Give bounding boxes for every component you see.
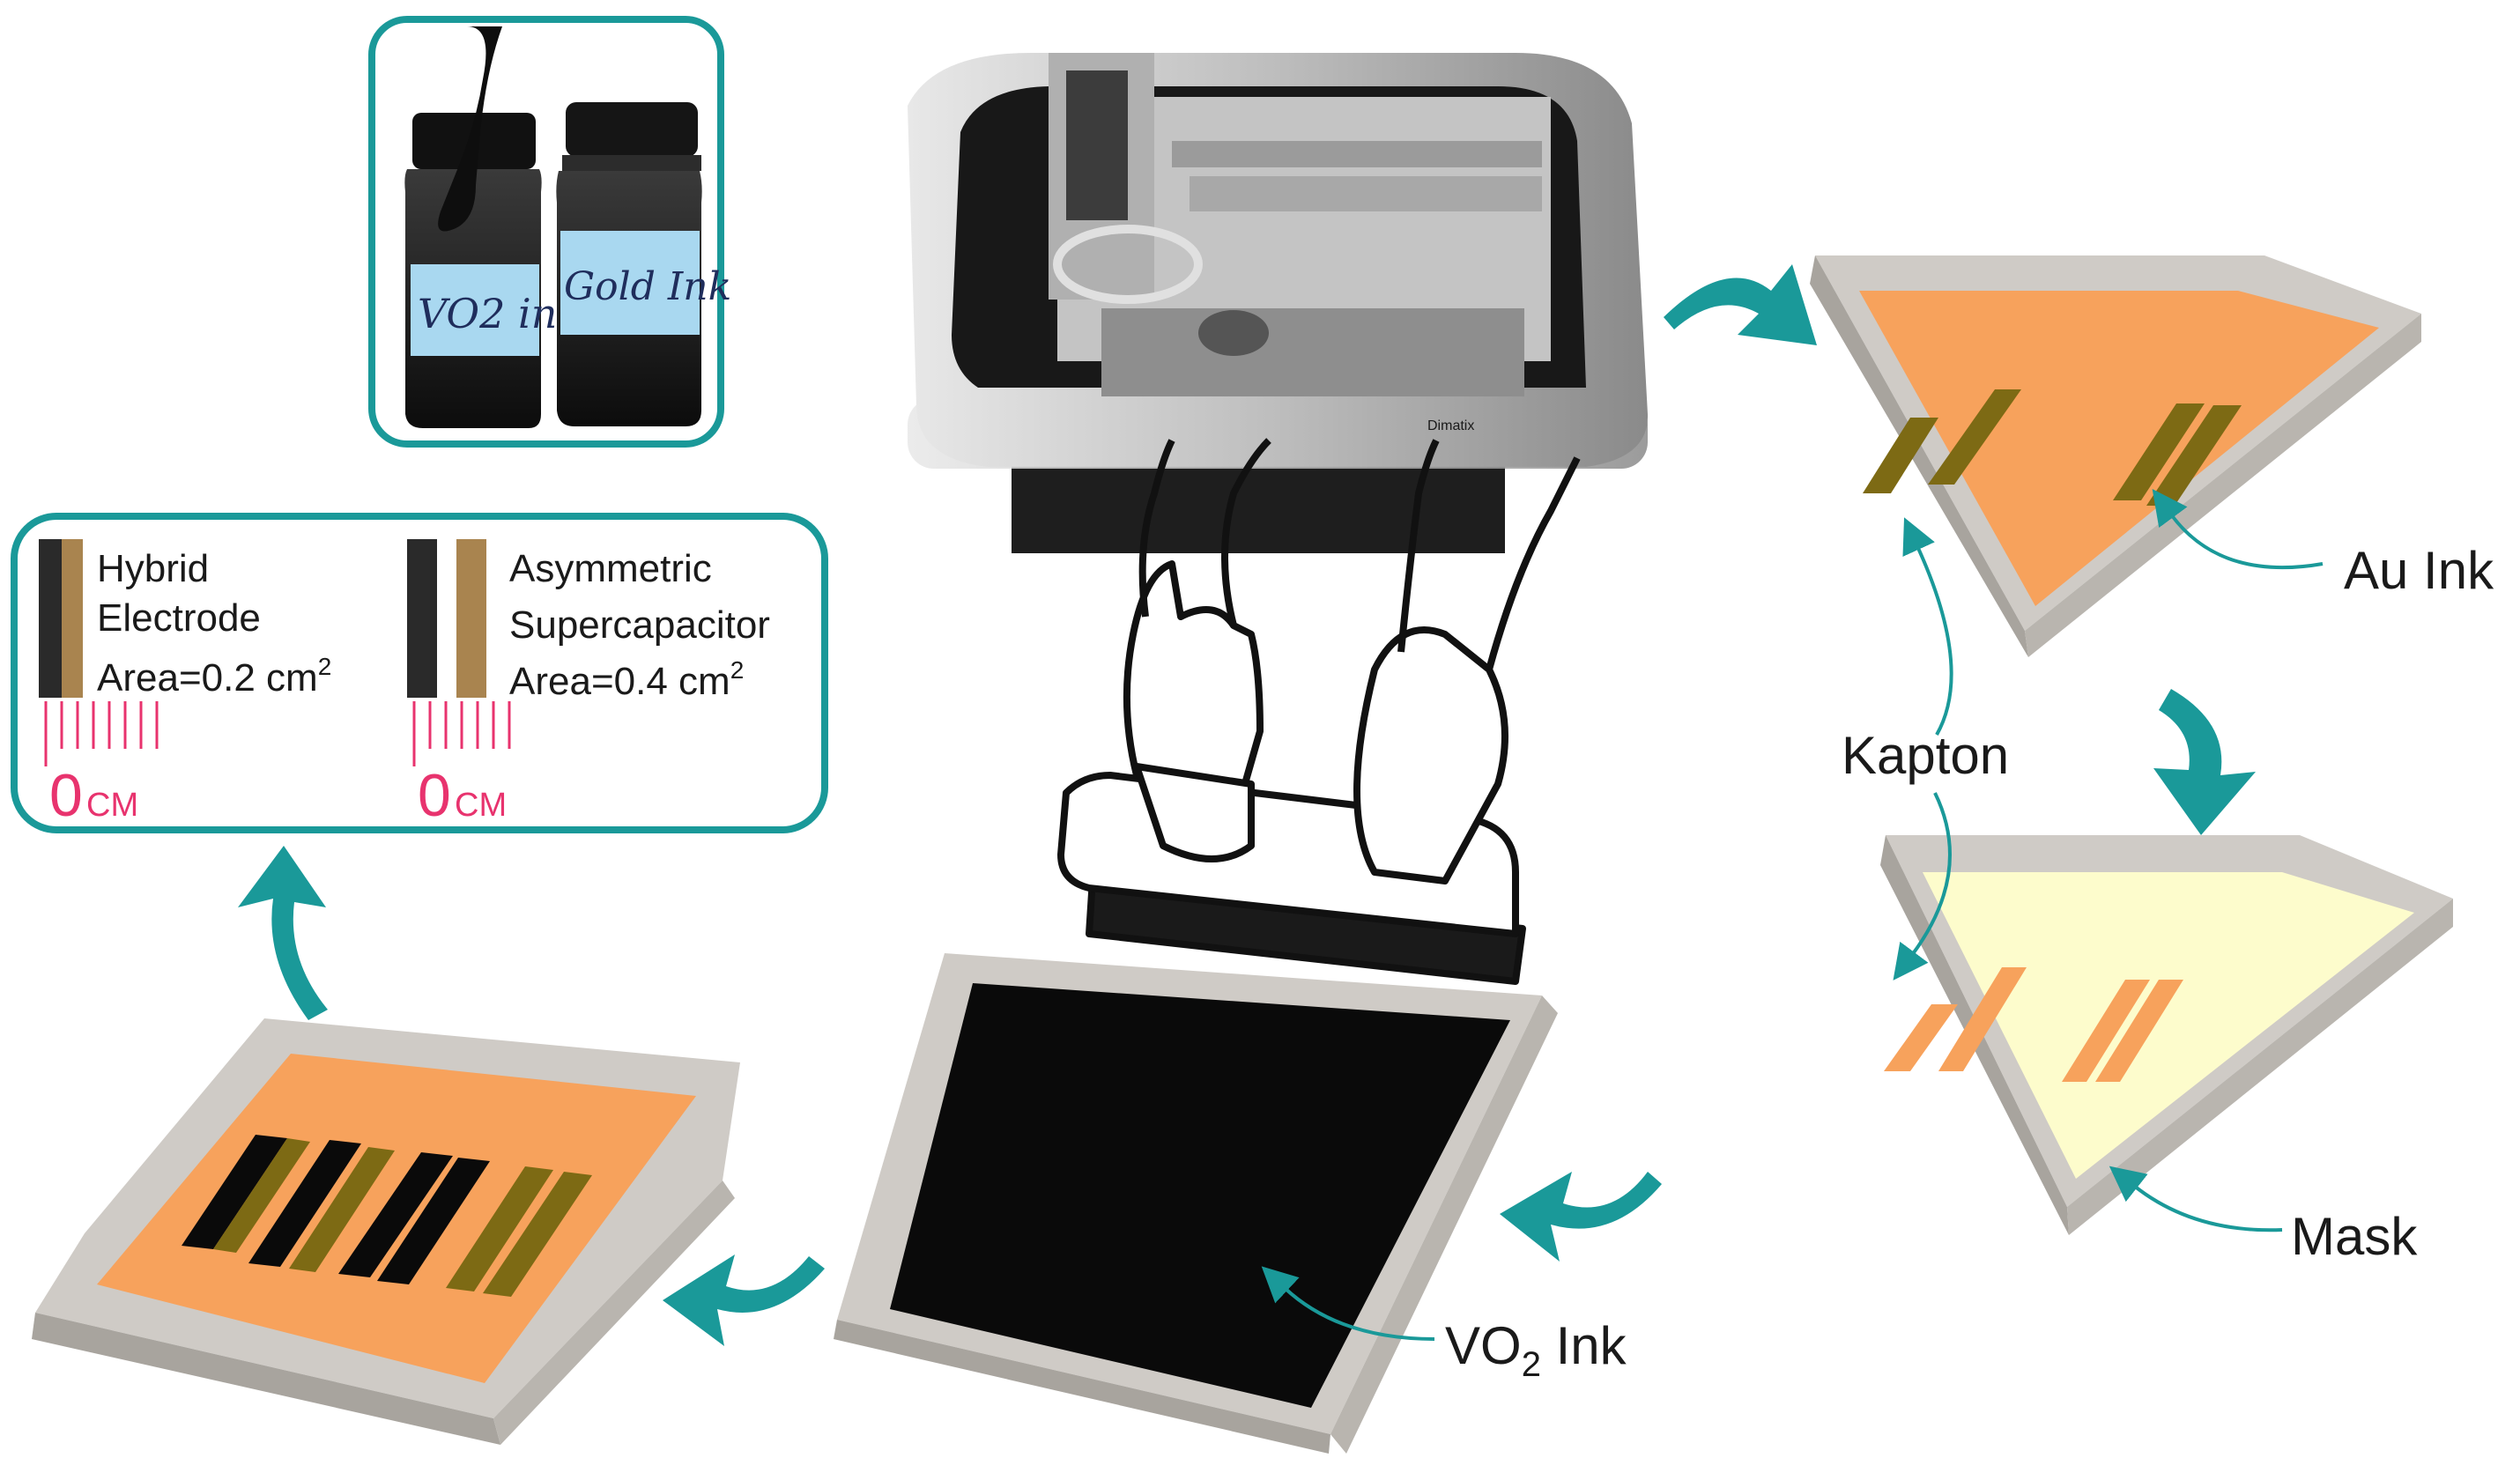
pointer-mask xyxy=(2109,1166,2283,1232)
hybrid-ruler-unit: CM xyxy=(86,787,138,824)
asymmetric-area-text: Area=0.4 cm2 xyxy=(509,656,744,703)
vo2-ink-label-sub: 2 xyxy=(1522,1345,1541,1384)
vo2-ink-label-tail: Ink xyxy=(1541,1316,1627,1375)
vo2-screen-print-substrate xyxy=(834,953,1558,1454)
arrow-device-to-result-icon xyxy=(238,846,328,1020)
mask-opening xyxy=(1938,967,2027,1071)
pointer-kapton-top xyxy=(1902,517,1953,736)
hybrid-label-line2: Electrode xyxy=(97,596,261,640)
asymmetric-area-main: Area=0.4 cm xyxy=(509,660,730,703)
process-arrows xyxy=(238,264,2256,1346)
kapton-film-top xyxy=(1859,291,2379,606)
au-electrode xyxy=(1863,418,1938,493)
vial-label-vo2: VO2 ink xyxy=(418,290,582,337)
vial-photo-panel: VO2 ink Gold Ink xyxy=(368,16,731,448)
au-electrode xyxy=(1928,389,2021,485)
vial-label-gold: Gold Ink xyxy=(564,264,731,309)
au-electrode xyxy=(2113,403,2205,500)
mask-sheet xyxy=(1923,872,2414,1179)
asymmetric-ruler-zero: 0 xyxy=(418,762,451,829)
vo2-ink-layer xyxy=(890,983,1510,1408)
vo2-ink-vial: VO2 ink xyxy=(404,26,582,428)
kapton-label: Kapton xyxy=(1842,726,2009,785)
vo2-ink-label-main: VO xyxy=(1445,1316,1522,1375)
squeegee-hands-icon xyxy=(1057,438,1581,985)
asymmetric-area-sup: 2 xyxy=(730,656,745,684)
label-pointers xyxy=(1261,489,2324,1341)
mask-label: Mask xyxy=(2291,1207,2418,1266)
arrow-au-to-mask-icon xyxy=(2153,689,2256,835)
mask-opening xyxy=(1884,1004,1958,1071)
pointer-au-ink xyxy=(2152,489,2324,570)
arrow-vo2-to-device-icon xyxy=(663,1254,825,1346)
asymmetric-ruler-unit: CM xyxy=(455,787,507,824)
hybrid-area-sup: 2 xyxy=(318,653,332,680)
arrow-mask-to-vo2-icon xyxy=(1500,1172,1662,1262)
asymmetric-supercapacitor-photo: 0 CM xyxy=(407,539,511,829)
au-ink-substrate xyxy=(1810,255,2421,657)
pointer-kapton-bottom xyxy=(1893,792,1952,981)
hybrid-electrode-photo: 0 CM xyxy=(39,539,159,829)
mask-substrate xyxy=(1880,835,2453,1235)
inkjet-printer: Dimatix xyxy=(908,53,1649,553)
arrow-printer-to-au-icon xyxy=(1664,264,1817,345)
asymmetric-label-line2: Supercapacitor xyxy=(509,603,770,647)
hybrid-area-main: Area=0.2 cm xyxy=(97,656,318,699)
hybrid-ruler-zero: 0 xyxy=(49,762,83,829)
asymmetric-label-line1: Asymmetric xyxy=(509,547,712,590)
au-ink-label: Au Ink xyxy=(2344,541,2494,600)
result-panel: 0 CM Hybrid Electrode Area=0.2 cm2 0 CM … xyxy=(11,513,828,833)
vo2-ink-label: VO2 Ink xyxy=(1445,1316,1627,1384)
mask-opening xyxy=(2095,980,2183,1082)
au-electrode xyxy=(2146,405,2242,506)
final-device-substrate xyxy=(32,1018,740,1445)
mask-opening xyxy=(2062,980,2150,1082)
hybrid-label-line1: Hybrid xyxy=(97,547,209,590)
hybrid-area-text: Area=0.2 cm2 xyxy=(97,653,331,699)
pointer-vo2-ink xyxy=(1261,1266,1435,1341)
gold-ink-vial: Gold Ink xyxy=(556,102,731,426)
printer-brand-text: Dimatix xyxy=(1427,418,1474,433)
